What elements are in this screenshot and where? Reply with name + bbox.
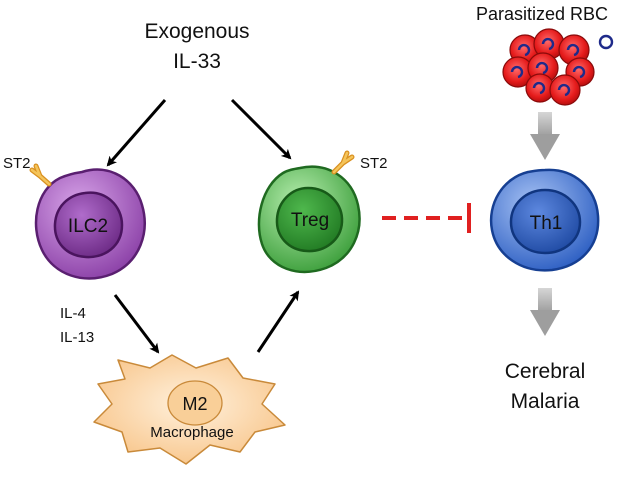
th1-label: Th1 xyxy=(530,213,563,234)
th1-cell: Th1 xyxy=(489,168,600,272)
macrophage-label: Macrophage xyxy=(150,424,233,441)
st2-receptor-left xyxy=(29,163,52,187)
ilc2-cell: ILC2 xyxy=(34,168,146,280)
st2-label-right: ST2 xyxy=(360,155,388,172)
malaria-label: Malaria xyxy=(511,390,580,413)
parasitized-rbc-cluster xyxy=(502,28,595,106)
exogenous-il33-label: Exogenous IL-33 xyxy=(144,20,249,73)
st2-label-left: ST2 xyxy=(3,155,31,172)
rbc-cell xyxy=(549,74,581,106)
cerebral-label: Cerebral xyxy=(505,360,586,383)
inhibition-line xyxy=(382,203,471,233)
m2-macrophage: M2 Macrophage xyxy=(93,354,286,465)
parasitized-rbc-label: Parasitized RBC xyxy=(476,4,608,24)
free-parasite xyxy=(598,34,614,50)
treg-cell: Treg xyxy=(257,165,361,274)
exogenous-label: Exogenous xyxy=(144,20,249,43)
arrow-rbc-to-th1 xyxy=(530,112,560,160)
st2-receptor-right xyxy=(331,150,355,175)
arrow-ilc2-to-macrophage xyxy=(113,294,160,354)
il13-label: IL-13 xyxy=(60,329,94,346)
treg-label: Treg xyxy=(291,210,329,231)
arrow-il33-to-ilc2 xyxy=(106,99,167,167)
arrow-th1-to-cerebral-malaria xyxy=(530,288,560,336)
arrow-il33-to-treg xyxy=(230,98,292,160)
il4-label: IL-4 xyxy=(60,305,86,322)
ilc2-label: ILC2 xyxy=(68,216,108,237)
m2-label: M2 xyxy=(182,394,207,414)
arrow-macrophage-to-treg xyxy=(256,290,300,353)
il33-label: IL-33 xyxy=(173,50,221,73)
rbc-cell xyxy=(533,28,565,60)
